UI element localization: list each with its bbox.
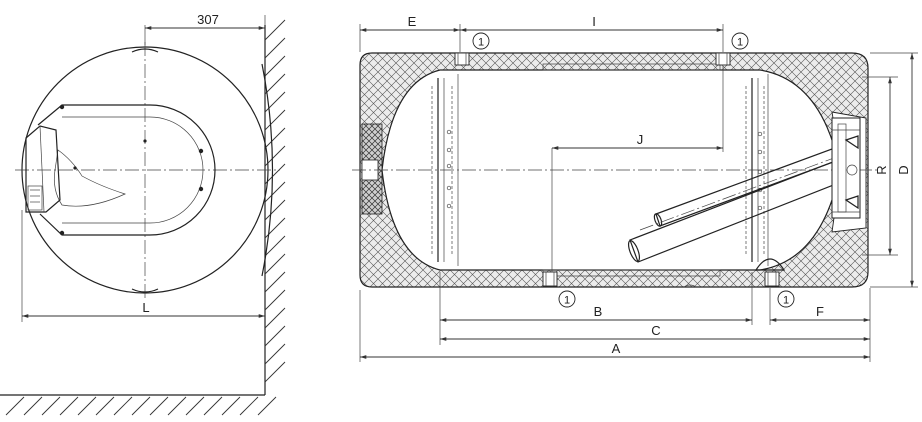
thermostat-block (831, 117, 861, 219)
hatch-stroke (149, 396, 169, 416)
hatch-stroke (264, 199, 286, 221)
hatch-stroke (264, 181, 286, 203)
control-cover-contour (53, 149, 126, 207)
hatch-stroke (264, 235, 286, 257)
left-inner-head (431, 74, 459, 266)
callout-marker: 1 (731, 32, 749, 50)
dimension-label-F: F (816, 304, 824, 319)
callout-marker: 1 (558, 290, 576, 308)
callout-marker: 1 (472, 32, 490, 50)
dimension-label-C: C (651, 323, 660, 338)
hatch-stroke (264, 289, 286, 311)
right-inner-head (745, 74, 769, 266)
hatch-stroke (264, 271, 286, 293)
bottom-socket-right (764, 271, 780, 287)
dimension-label-J: J (637, 132, 644, 147)
bottom-boss (131, 288, 159, 293)
hatch-stroke (264, 37, 286, 59)
hatch-stroke (264, 19, 286, 41)
control-cover-inner (62, 116, 204, 224)
hatch-stroke (59, 396, 79, 416)
dimension-label-A: A (612, 341, 621, 356)
hatch-stroke (264, 307, 286, 329)
dimension-label-R: R (874, 165, 889, 174)
dimension-label-307: 307 (197, 12, 219, 27)
hatch-stroke (239, 396, 259, 416)
hatch-stroke (264, 253, 286, 275)
hatch-stroke (257, 396, 277, 416)
screw-icon (198, 148, 204, 154)
screw-icon (59, 230, 65, 236)
hatch-stroke (264, 127, 286, 149)
dimension-label-D: D (896, 165, 911, 174)
hatch-stroke (264, 325, 286, 347)
screw-icon (143, 139, 147, 143)
hatch-stroke (264, 55, 286, 77)
section-view: E I J B C F A R D (352, 14, 918, 362)
hatch-stroke (113, 396, 133, 416)
hatch-stroke (167, 396, 187, 416)
svg-text:1: 1 (737, 37, 743, 49)
wall-bracket (261, 63, 274, 277)
control-cover-outline (37, 104, 216, 236)
svg-text:1: 1 (478, 37, 484, 49)
dimension-label-E: E (408, 14, 417, 29)
screw-icon (198, 186, 204, 192)
top-boss (131, 48, 159, 53)
svg-text:1: 1 (783, 295, 789, 307)
hatch-stroke (264, 109, 286, 131)
svg-text:1: 1 (564, 295, 570, 307)
hatch-stroke (23, 396, 43, 416)
hatch-stroke (203, 396, 223, 416)
hatch-stroke (77, 396, 97, 416)
hatch-stroke (185, 396, 205, 416)
hatch-stroke (264, 163, 286, 185)
top-socket-left (454, 52, 470, 66)
callout-marker: 1 (777, 290, 795, 308)
hatch-stroke (5, 396, 25, 416)
hatch-stroke (131, 396, 151, 416)
dimension-label-I: I (592, 14, 596, 29)
wall-hatching (0, 19, 286, 416)
screw-icon (73, 166, 77, 170)
hatch-stroke (264, 73, 286, 95)
hatch-stroke (221, 396, 241, 416)
top-socket-right (715, 52, 731, 66)
hatch-stroke (264, 361, 286, 383)
dimension-label-B: B (594, 304, 603, 319)
hatch-stroke (41, 396, 61, 416)
drain-dome (754, 258, 786, 271)
screw-icon (59, 104, 65, 110)
side-view: 307 L (0, 12, 286, 416)
hatch-stroke (264, 91, 286, 113)
dimension-label-L: L (142, 300, 149, 315)
bottom-socket-left (542, 271, 558, 287)
hatch-stroke (95, 396, 115, 416)
thermostat-housing (25, 125, 61, 213)
hatch-stroke (264, 343, 286, 365)
